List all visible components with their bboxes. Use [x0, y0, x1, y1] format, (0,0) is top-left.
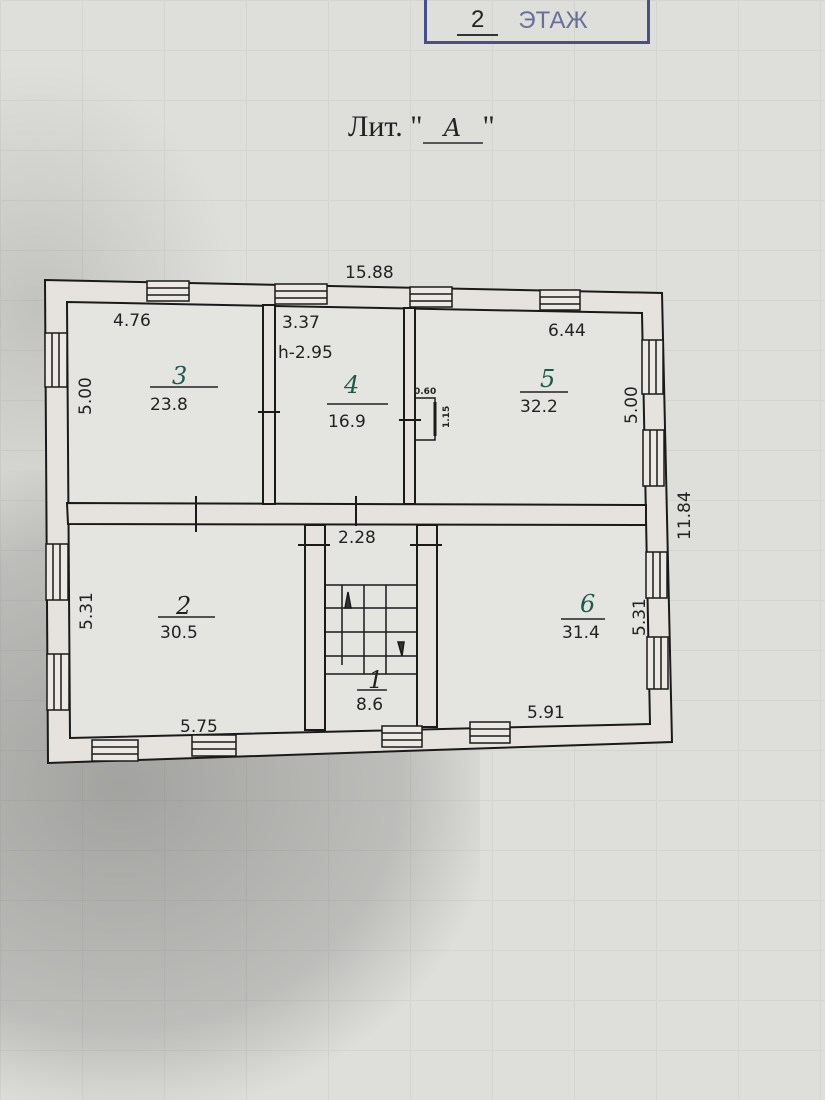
room-3: 3 23.8	[150, 362, 218, 415]
window	[45, 543, 69, 601]
window	[46, 653, 70, 711]
arrow-icon	[397, 641, 405, 657]
window	[642, 429, 665, 487]
room1-width: 2.28	[338, 528, 376, 548]
room6-width: 5.91	[527, 703, 565, 723]
window	[274, 283, 328, 305]
window	[646, 636, 669, 690]
room-number: 1	[368, 666, 383, 694]
arrow-up-icon	[344, 591, 352, 609]
room2-width: 5.75	[180, 717, 218, 737]
window	[409, 286, 453, 308]
room-area: 30.5	[160, 623, 198, 643]
floor-stamp: 2 ЭТАЖ	[424, 0, 650, 44]
room-number: 3	[172, 362, 187, 390]
room3-width: 4.76	[113, 311, 151, 331]
window	[645, 551, 668, 599]
niche	[415, 397, 437, 441]
staircase	[324, 584, 418, 675]
floor-label: ЭТАЖ	[518, 6, 588, 34]
window	[381, 725, 423, 748]
room-area: 31.4	[562, 623, 600, 643]
room-5: 5 32.2	[520, 365, 568, 417]
room-number: 4	[343, 371, 359, 399]
doors	[195, 411, 442, 546]
stair-wall	[416, 524, 438, 728]
niche-depth: 1.15	[442, 406, 452, 428]
ceiling-height: h-2.95	[278, 343, 333, 363]
window	[539, 289, 581, 311]
plan-title: Лит. "А"	[348, 110, 495, 144]
overall-depth: 11.84	[675, 491, 695, 540]
room-number: 6	[580, 590, 595, 618]
window	[91, 739, 139, 762]
room-number: 2	[175, 592, 191, 620]
partition-wall	[403, 307, 416, 505]
room5-depth: 5.00	[622, 386, 642, 424]
window	[641, 339, 664, 395]
room-area: 23.8	[150, 395, 188, 415]
room3-depth: 5.00	[76, 377, 96, 415]
windows	[44, 280, 669, 762]
room-4: 4 16.9	[327, 371, 388, 432]
room-area: 8.6	[356, 695, 383, 715]
window	[191, 734, 237, 757]
stair-wall	[304, 524, 326, 731]
room-area: 16.9	[328, 412, 366, 432]
room5-width: 6.44	[548, 321, 586, 341]
title-suffix: "	[482, 110, 495, 143]
walls	[43, 278, 674, 765]
room-6: 6 31.4	[561, 590, 605, 643]
overall-width: 15.88	[345, 263, 394, 283]
floor-number: 2	[457, 6, 499, 36]
room4-width: 3.37	[282, 313, 320, 333]
room-number: 5	[540, 365, 555, 393]
room-2: 2 30.5	[158, 592, 215, 643]
title-letter: А	[422, 114, 483, 144]
room6-depth: 5.31	[630, 598, 650, 636]
window	[44, 332, 68, 388]
window	[146, 280, 190, 302]
room-1: 1 8.6	[356, 666, 387, 715]
room2-depth: 5.31	[77, 592, 97, 630]
room-area: 32.2	[520, 397, 558, 417]
niche-width: 0.60	[414, 387, 436, 397]
title-prefix: Лит. "	[348, 110, 423, 143]
window	[469, 721, 511, 744]
partition-wall	[262, 304, 276, 505]
